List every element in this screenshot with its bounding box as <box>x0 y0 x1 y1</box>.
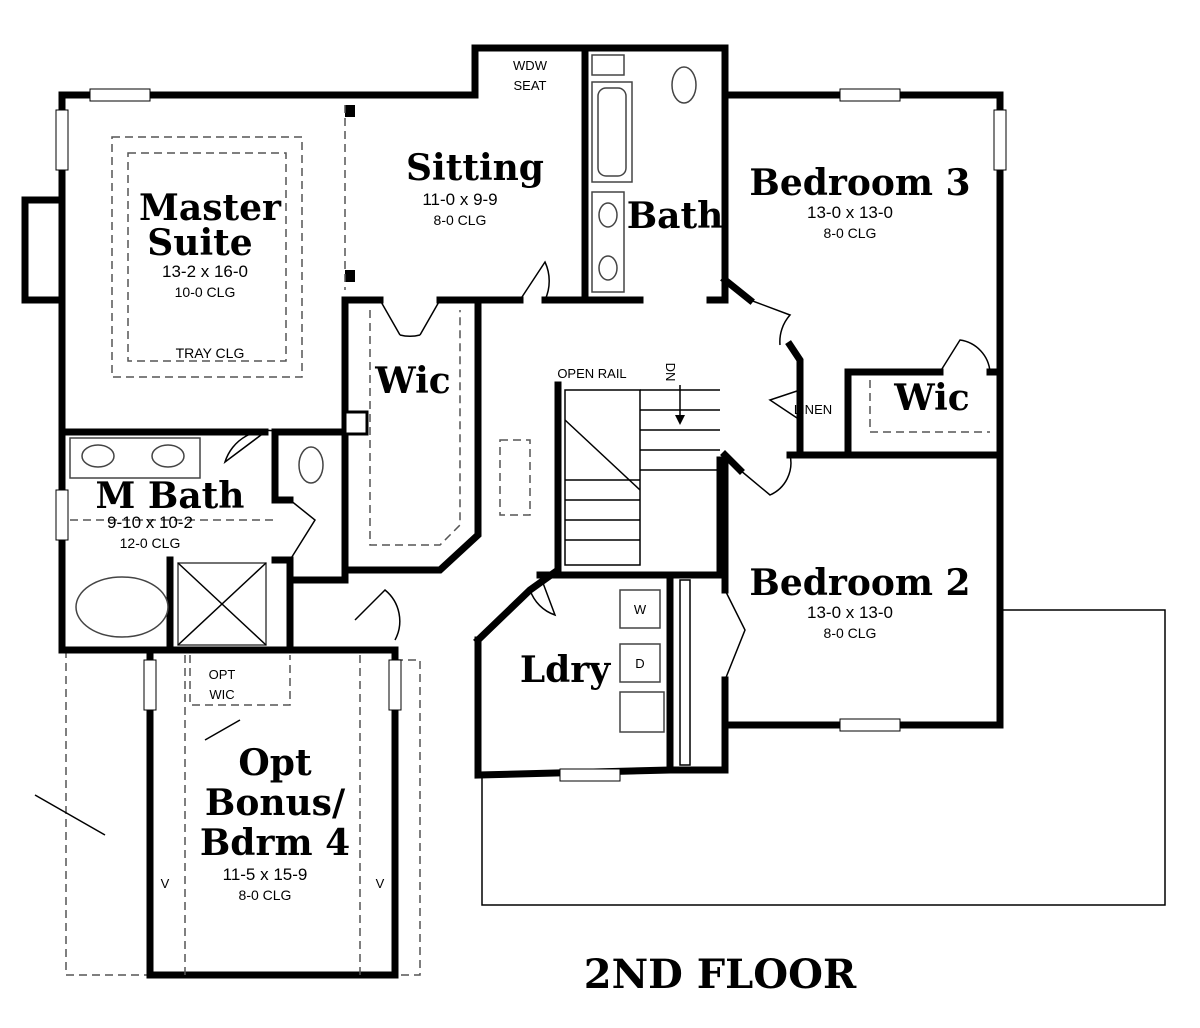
bedroom3-clg: 8-0 CLG <box>824 225 877 241</box>
tray-clg-label: TRAY CLG <box>176 345 245 361</box>
vent-marker-right: V <box>376 876 385 891</box>
bonus-name-1: Opt <box>238 742 312 784</box>
open-rail-label: OPEN RAIL <box>557 366 626 381</box>
windows <box>55 88 1007 782</box>
sitting-dims: 11-0 x 9-9 <box>422 190 497 209</box>
roof-line <box>34 794 106 836</box>
opt-wic-label-2: WIC <box>209 687 234 702</box>
fixtures <box>69 54 697 766</box>
interior-walls <box>58 44 1004 774</box>
master-suite-name-2: Suite <box>147 222 252 264</box>
mbath-name: M Bath <box>96 475 245 517</box>
master-suite-name-1: Master <box>139 187 282 229</box>
attic-access <box>499 439 531 516</box>
bedroom3-name: Bedroom 3 <box>749 162 970 204</box>
wdw-seat-label-1: WDW <box>513 58 548 73</box>
bedroom3-wic-name: Wic <box>893 377 969 419</box>
mbath-dims: 9-10 x 10-2 <box>107 513 193 532</box>
sitting-clg: 8-0 CLG <box>434 212 487 228</box>
bonus-clg: 8-0 CLG <box>239 887 292 903</box>
staircase <box>564 385 720 566</box>
bonus-name-3: Bdrm 4 <box>200 822 350 864</box>
sitting-name: Sitting <box>406 147 544 189</box>
mbath-clg: 12-0 CLG <box>120 535 181 551</box>
bath-name: Bath <box>627 195 724 237</box>
master-suite-clg: 10-0 CLG <box>175 284 236 300</box>
bedroom2-name: Bedroom 2 <box>749 562 970 604</box>
stair-down-label: DN <box>663 363 678 382</box>
master-wic-name: Wic <box>374 360 450 402</box>
bedroom3-dims: 13-0 x 13-0 <box>807 203 893 222</box>
attic-outline <box>65 650 150 976</box>
tray-ceiling-outline <box>111 136 303 378</box>
bedroom2-dims: 13-0 x 13-0 <box>807 603 893 622</box>
linen-label: LINEN <box>794 402 832 417</box>
wdw-seat-label-2: SEAT <box>514 78 547 93</box>
dryer-label: D <box>635 656 644 671</box>
opt-wic-label-1: OPT <box>209 667 236 682</box>
doors <box>204 260 991 741</box>
garage-roof-outline <box>481 609 1166 906</box>
washer-label: W <box>634 602 647 617</box>
floor-title: 2ND FLOOR <box>584 951 857 998</box>
bedroom2-clg: 8-0 CLG <box>824 625 877 641</box>
attic-outline-right <box>395 659 421 976</box>
vent-marker-left: V <box>161 876 170 891</box>
bonus-name-2: Bonus/ <box>205 782 346 824</box>
bonus-dims: 11-5 x 15-9 <box>223 865 308 884</box>
master-suite-dims: 13-2 x 16-0 <box>162 262 248 281</box>
laundry-name: Ldry <box>520 649 611 691</box>
